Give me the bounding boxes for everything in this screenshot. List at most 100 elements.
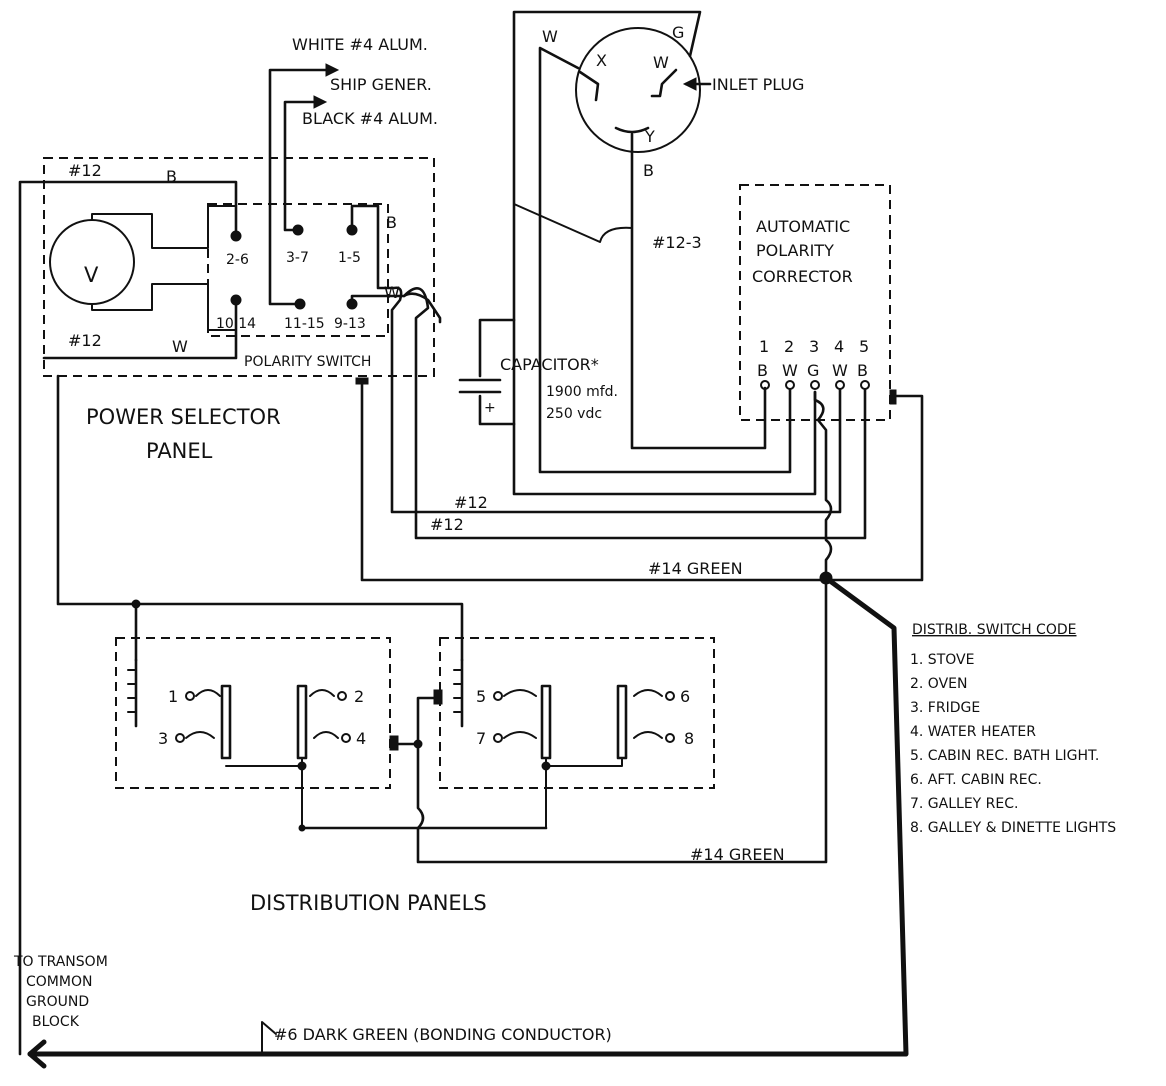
apc-terminal-1: 1 B bbox=[757, 337, 770, 390]
apc-terminal-wire: W bbox=[832, 361, 848, 380]
switch-code-item: 5. CABIN REC. BATH LIGHT. bbox=[910, 748, 1099, 764]
apc-terminal-wire: B bbox=[757, 361, 768, 380]
terminal-dot-icon bbox=[230, 230, 242, 242]
cable-label: #12-3 bbox=[652, 233, 702, 252]
junction-dot-icon bbox=[413, 739, 423, 749]
switch-code-title: DISTRIB. SWITCH CODE bbox=[912, 622, 1076, 638]
breaker-3: 3 bbox=[158, 729, 215, 748]
capacitor-value-capacitance: 1900 mfd. bbox=[546, 384, 618, 400]
pin-w-label: W bbox=[653, 53, 669, 72]
white-line-wire bbox=[538, 46, 792, 474]
switch-b-label: B bbox=[386, 213, 397, 232]
terminal-dot-icon bbox=[230, 294, 242, 306]
breaker-number: 2 bbox=[354, 687, 364, 706]
apc-terminal-3: 3 G bbox=[807, 337, 820, 390]
pin-x-label: X bbox=[596, 51, 607, 70]
panel-a-ground-lug bbox=[389, 735, 399, 751]
panel-bottom-wire-color: W bbox=[172, 337, 188, 356]
bonding-conductor-wire bbox=[27, 575, 909, 1057]
switch-code-item: 1. STOVE bbox=[910, 652, 974, 668]
black-feed-wire bbox=[283, 100, 324, 232]
bonding-leader bbox=[261, 1021, 277, 1055]
wire-b-label: B bbox=[643, 161, 654, 180]
breaker-2: 2 bbox=[309, 687, 364, 706]
capacitor-top-wire bbox=[478, 318, 516, 378]
inlet-plug: X W Y INLET PLUG W G B bbox=[542, 23, 804, 180]
white-feed-label: WHITE #4 ALUM. bbox=[292, 35, 428, 54]
apc-terminal-number: 1 bbox=[759, 337, 769, 356]
distribution-panels-title: DISTRIBUTION PANELS bbox=[250, 891, 487, 915]
power-selector-panel: V #12 B #12 W 2-6 3-7 1-5 10 14 11-15 9-… bbox=[18, 157, 435, 1056]
breaker-contact-arc bbox=[309, 689, 335, 697]
switch-code-item: 8. GALLEY & DINETTE LIGHTS bbox=[910, 820, 1116, 836]
w-feed-crossover bbox=[402, 292, 442, 324]
apc-terminal-wire: B bbox=[857, 361, 868, 380]
inlet-plug-label: INLET PLUG bbox=[712, 75, 804, 94]
panel-a-bar-left bbox=[220, 684, 232, 760]
panel-b-bar-right bbox=[616, 684, 628, 760]
switch-terminal-label: 2-6 bbox=[226, 252, 249, 268]
voltmeter-bottom-wire bbox=[91, 283, 237, 331]
breaker-number: 7 bbox=[476, 729, 486, 748]
distribution-feed-wire bbox=[56, 374, 464, 662]
apc-title-line-2: POLARITY bbox=[756, 241, 834, 260]
breaker-contact-icon bbox=[175, 733, 185, 743]
apc-ground-lug bbox=[889, 389, 897, 405]
apc-terminal-number: 4 bbox=[834, 337, 844, 356]
apc-terminal-5: 5 B bbox=[857, 337, 870, 390]
breaker-contact-arc bbox=[633, 731, 663, 739]
apc-terminal-number: 2 bbox=[784, 337, 794, 356]
breaker-8: 8 bbox=[633, 729, 694, 748]
panel-a-return bbox=[225, 765, 303, 829]
feed-gauge-b: #12 bbox=[430, 515, 464, 534]
panel-a-box bbox=[115, 637, 391, 789]
terminal-screw-icon bbox=[860, 380, 870, 390]
switch-terminal-label: 3-7 bbox=[286, 250, 309, 266]
wire-g-label: G bbox=[672, 23, 684, 42]
breaker-contact-icon bbox=[341, 733, 351, 743]
apc-title-line-1: AUTOMATIC bbox=[756, 217, 850, 236]
apc-box bbox=[739, 184, 891, 421]
automatic-polarity-corrector: AUTOMATIC POLARITY CORRECTOR 1 B 2 W 3 G… bbox=[739, 184, 897, 421]
capacitor: CAPACITOR* + 1900 mfd. 250 vdc bbox=[458, 318, 618, 426]
polarity-switch-label: POLARITY SWITCH bbox=[244, 354, 371, 370]
terminal-screw-icon bbox=[810, 380, 820, 390]
black-feed-label: BLACK #4 ALUM. bbox=[302, 109, 438, 128]
inlet-plug-arrow-icon bbox=[682, 77, 697, 91]
ship-generator-feed: WHITE #4 ALUM. SHIP GENER. BLACK #4 ALUM… bbox=[268, 35, 438, 306]
breaker-contact-arc bbox=[633, 689, 663, 697]
panel-b-return bbox=[545, 757, 623, 767]
panel-a-bar-right bbox=[296, 684, 308, 760]
switch-terminal-label: 9-13 bbox=[334, 316, 366, 332]
power-selector-box bbox=[43, 157, 435, 377]
bonding-arrow-icon bbox=[27, 1039, 47, 1069]
breaker-contact-icon bbox=[493, 733, 503, 743]
ground-block-line-3: GROUND bbox=[26, 994, 89, 1010]
feed-wires: #12 #12 bbox=[350, 204, 867, 540]
breaker-contact-icon bbox=[337, 691, 347, 701]
junction-dot-icon bbox=[131, 599, 141, 609]
b-feed-wire bbox=[350, 204, 842, 514]
breaker-number: 3 bbox=[158, 729, 168, 748]
pin-x-icon bbox=[578, 70, 600, 102]
apc-ground-wire bbox=[824, 394, 924, 582]
breaker-5: 5 bbox=[476, 687, 537, 706]
terminal-dot-icon bbox=[294, 298, 306, 310]
terminal-screw-icon bbox=[835, 380, 845, 390]
apc-terminal-wire: W bbox=[782, 361, 798, 380]
black-line-wire bbox=[630, 132, 767, 450]
switch-ground-wire bbox=[360, 382, 828, 582]
capacitor-plus-label: + bbox=[484, 400, 496, 416]
ground-block-line-4: BLOCK bbox=[32, 1014, 80, 1030]
pin-y-label: Y bbox=[644, 127, 655, 146]
cable-leader bbox=[513, 203, 633, 243]
breaker-6: 6 bbox=[633, 687, 690, 706]
ship-generator-label: SHIP GENER. bbox=[330, 75, 432, 94]
ground-block-note: TO TRANSOM COMMON GROUND BLOCK bbox=[13, 954, 108, 1030]
junction-dot-icon bbox=[298, 824, 306, 832]
breaker-contact-arc bbox=[313, 731, 339, 739]
junction-dot-icon bbox=[541, 761, 551, 771]
switch-terminal-label: 10 14 bbox=[216, 316, 256, 332]
green-wire-label-1: #14 GREEN bbox=[648, 559, 743, 578]
